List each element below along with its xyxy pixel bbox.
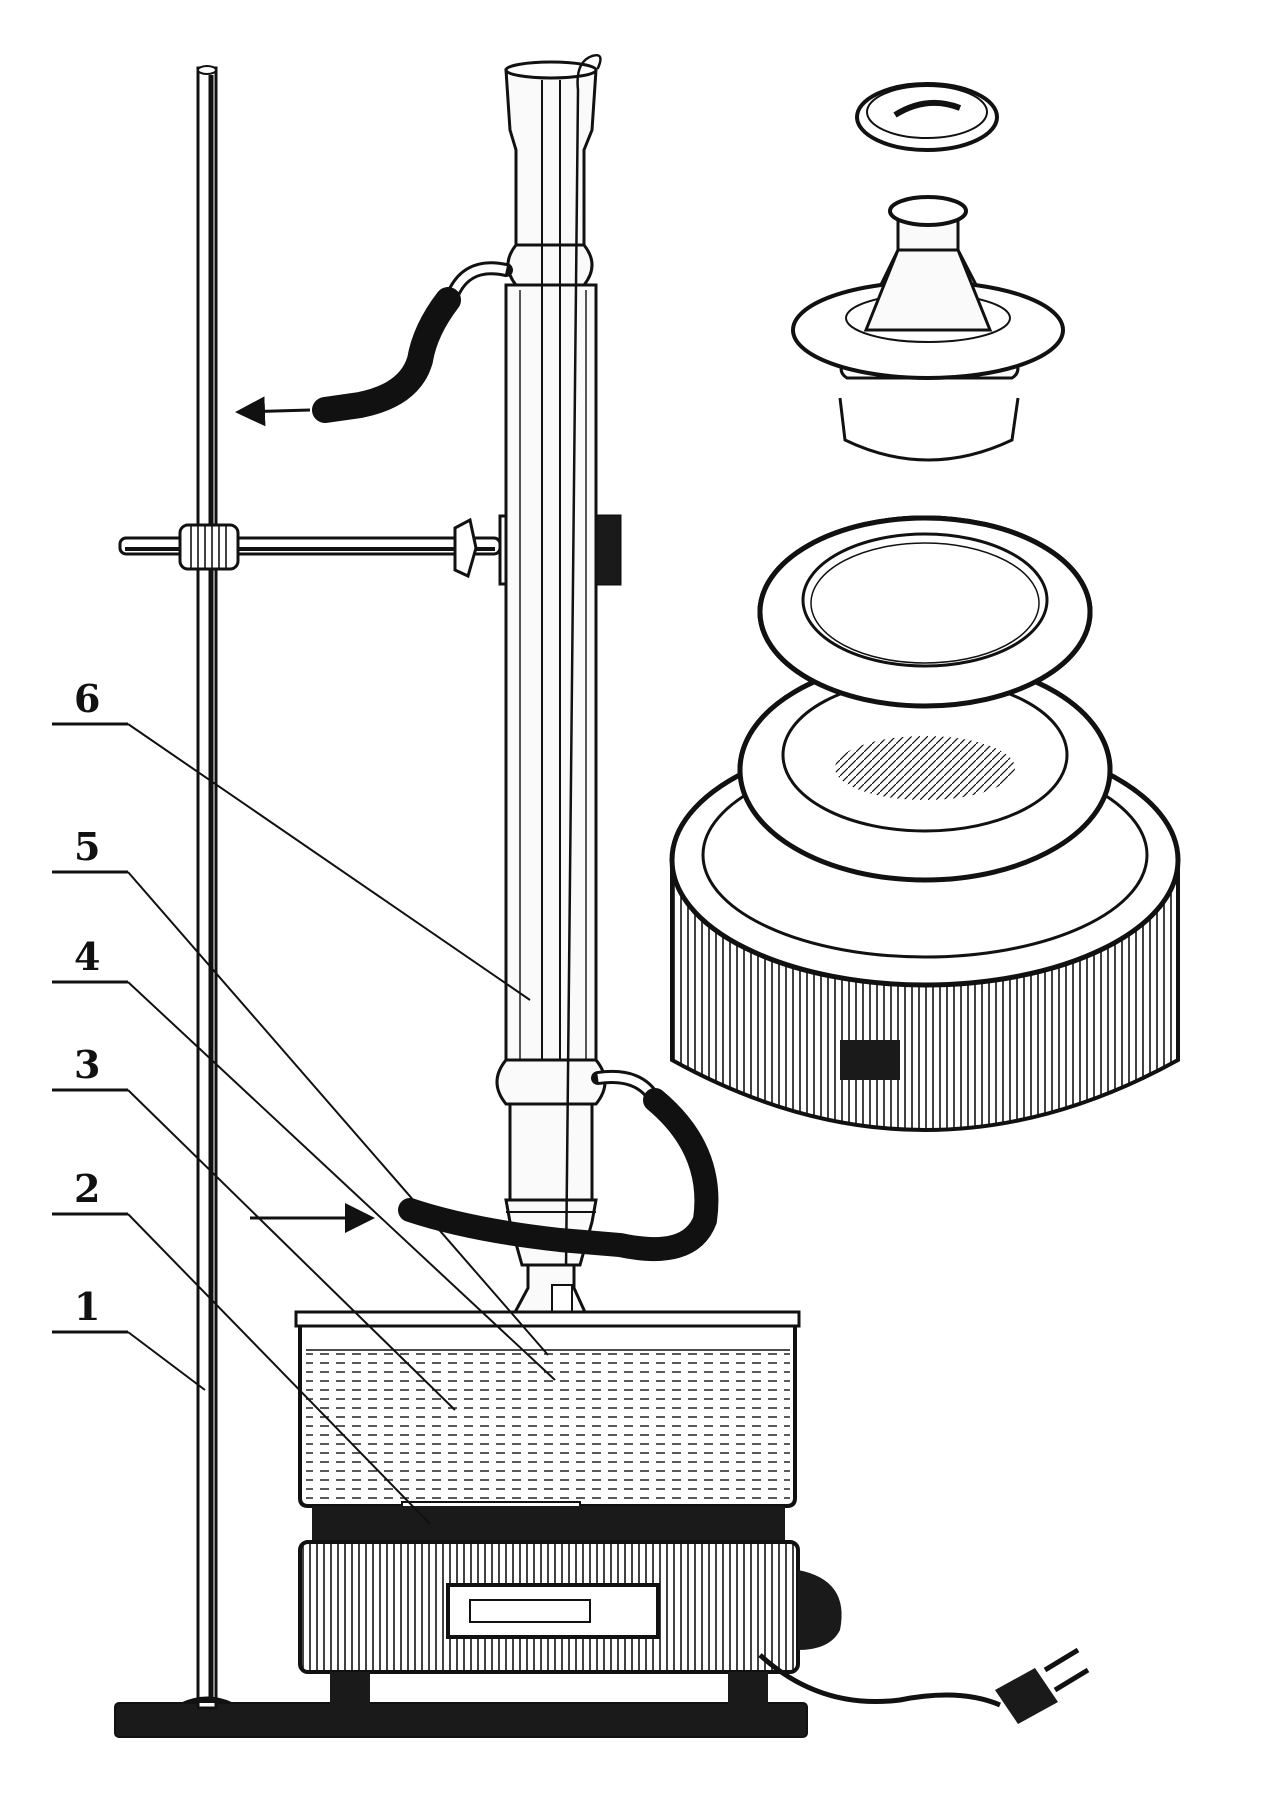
label-4: 4	[74, 934, 100, 979]
reflux-condenser	[495, 60, 607, 1267]
leader-line-6	[127, 723, 531, 1001]
leader-line-3	[127, 1089, 456, 1411]
label-2: 2	[74, 1166, 100, 1211]
electric-hotplate	[298, 1506, 842, 1704]
water-inlet-hose	[250, 1070, 719, 1262]
label-5: 5	[74, 824, 100, 869]
leader-line-5	[127, 871, 549, 1356]
label-1: 1	[74, 1284, 100, 1329]
water-outlet-hose	[235, 261, 513, 427]
water-bath	[294, 1310, 801, 1525]
leader-line-1	[127, 1331, 206, 1391]
bath-water	[306, 1350, 790, 1500]
leader-line-4	[127, 981, 556, 1381]
plug-icon	[995, 1668, 1058, 1724]
bath-vessel	[669, 515, 1181, 1132]
suspension-wire	[558, 54, 602, 1312]
flask-cap	[855, 82, 999, 152]
retort-stand	[114, 65, 808, 1738]
clamp-arm	[118, 536, 502, 556]
stand-base-plate	[114, 1702, 808, 1738]
callouts: 6 5 4 3 2 1	[52, 676, 556, 1525]
label-6: 6	[74, 676, 100, 721]
power-cord	[758, 1647, 1090, 1724]
leader-line-2	[127, 1213, 431, 1525]
exploded-flask-with-collar	[791, 195, 1065, 462]
label-3: 3	[74, 1042, 100, 1087]
